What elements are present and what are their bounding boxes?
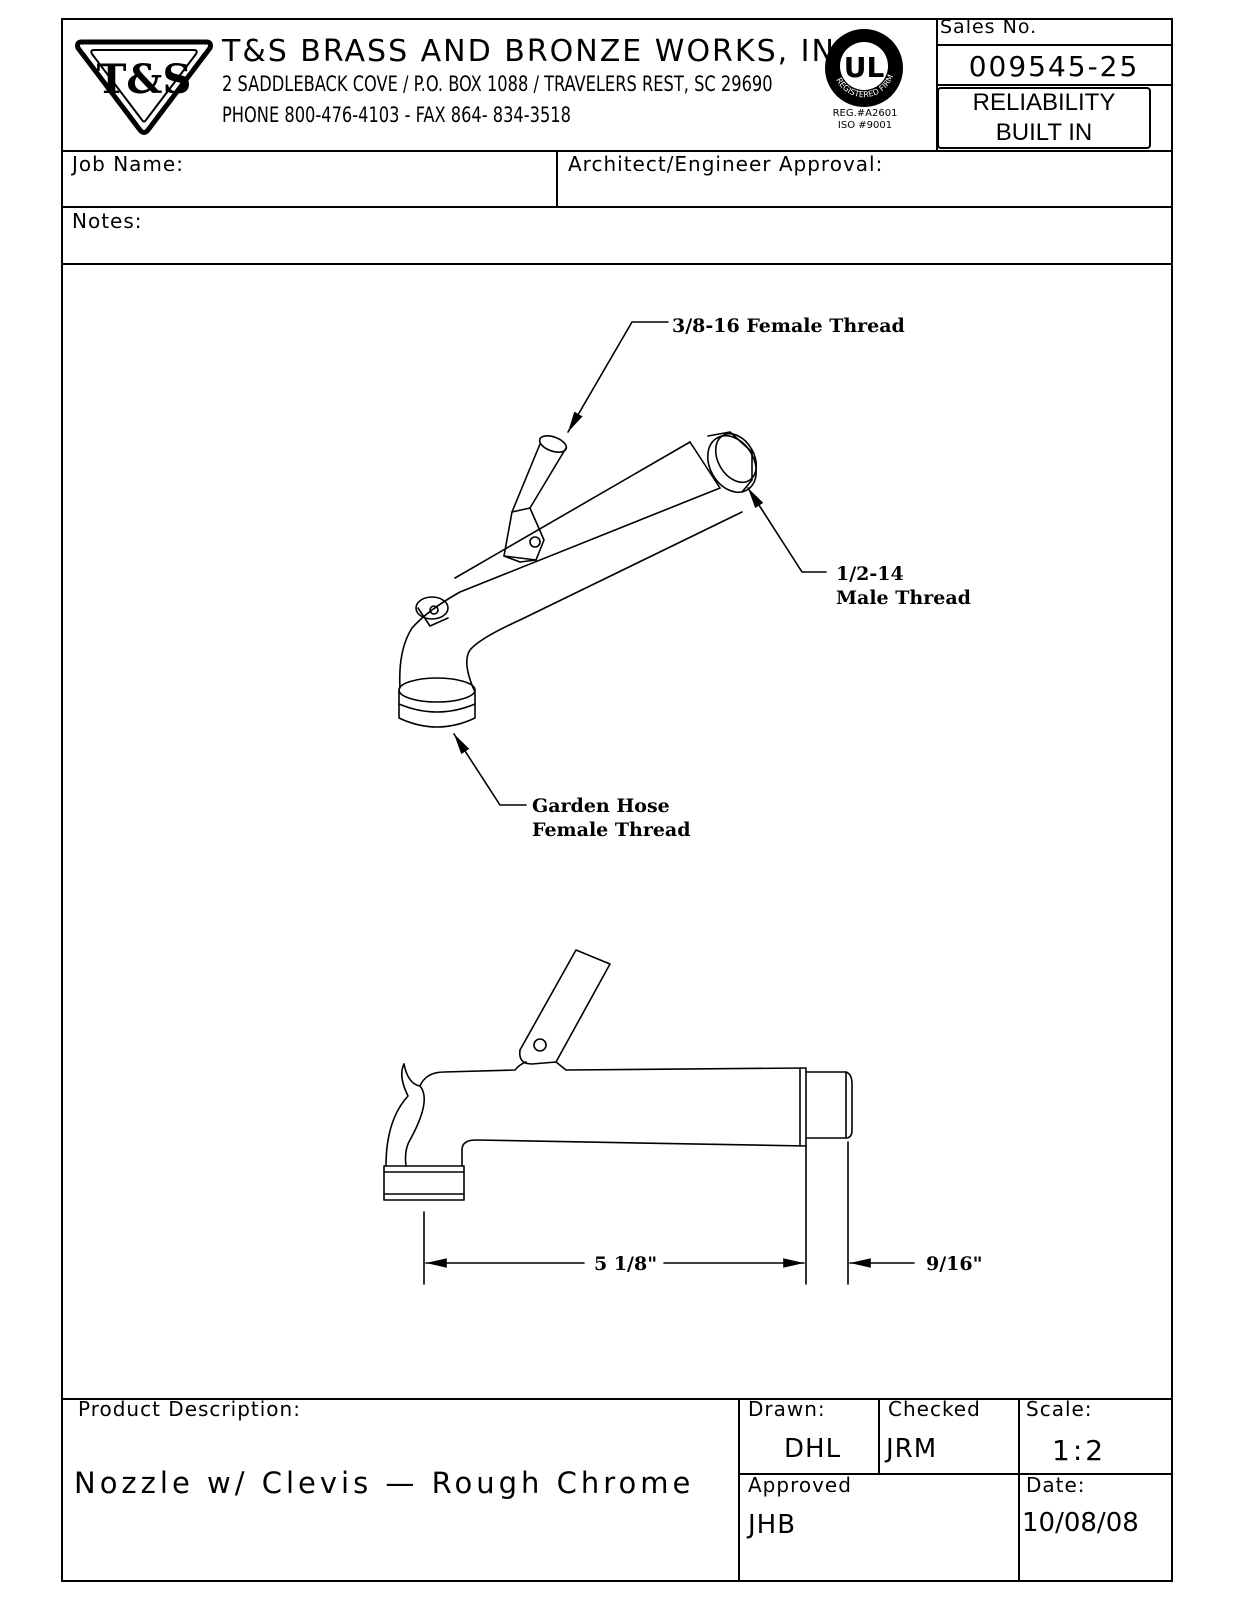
- drawn-value: DHL: [784, 1434, 842, 1464]
- date-label: Date:: [1026, 1473, 1086, 1497]
- approved-label: Approved: [748, 1473, 852, 1497]
- logo-text: T&S: [97, 56, 192, 103]
- nozzle-iso-view: [398, 431, 758, 728]
- sales-number-divider: [936, 84, 1172, 86]
- scale-label: Scale:: [1026, 1397, 1093, 1421]
- checked-value: JRM: [886, 1434, 938, 1464]
- product-description: Nozzle w/ Clevis — Rough Chrome: [74, 1466, 695, 1500]
- company-phone: PHONE 800-476-4103 - FAX 864- 834-3518: [222, 103, 571, 127]
- callout-leader-hose: [453, 733, 527, 806]
- sales-number: 009545-25: [968, 50, 1140, 83]
- title-block-divider-3: [1018, 1398, 1020, 1582]
- job-divider: [556, 150, 558, 207]
- slogan-line-1: RELIABILITY: [972, 89, 1116, 116]
- title-block-mid: [738, 1473, 1173, 1475]
- header-divider: [61, 150, 1173, 152]
- slogan-line-2: BUILT IN: [995, 119, 1093, 146]
- dimension-thread-length: 9/16": [926, 1253, 983, 1275]
- callout-garden-hose: Garden Hose: [532, 795, 670, 817]
- product-description-label: Product Description:: [78, 1397, 301, 1421]
- approved-value: JHB: [748, 1510, 797, 1540]
- title-block-top: [61, 1398, 1173, 1400]
- callout-hose-female-thread: Female Thread: [532, 819, 691, 841]
- architect-approval-label: Architect/Engineer Approval:: [568, 152, 884, 176]
- callout-female-thread: 3/8-16 Female Thread: [672, 315, 905, 337]
- title-block-divider-2: [878, 1398, 880, 1474]
- job-name-label: Job Name:: [72, 152, 184, 176]
- iso-number: ISO #9001: [837, 120, 893, 131]
- company-name: T&S BRASS AND BRONZE WORKS, INC.: [222, 34, 871, 69]
- checked-label: Checked: [888, 1397, 981, 1421]
- reg-number: REG.#A2601: [832, 108, 898, 119]
- ul-logo-text: UL: [844, 51, 885, 84]
- nozzle-side-view: [383, 949, 853, 1201]
- callout-leader-top: [567, 321, 669, 433]
- drawn-label: Drawn:: [748, 1397, 826, 1421]
- ts-logo: T&S: [75, 39, 213, 135]
- notes-label: Notes:: [72, 209, 143, 233]
- sales-no-label: Sales No.: [940, 16, 1038, 38]
- notes-row-divider: [61, 263, 1173, 265]
- scale-value: 1:2: [1052, 1434, 1107, 1467]
- callout-male-thread-size: 1/2-14: [836, 563, 904, 585]
- date-value: 10/08/08: [1022, 1508, 1139, 1538]
- dimension-length: 5 1/8": [594, 1253, 657, 1275]
- ul-logo: UL REGISTERED FIRM: [825, 29, 903, 107]
- sales-no-divider: [936, 44, 1172, 46]
- slogan-box: [937, 87, 1151, 149]
- callout-leader-male: [747, 487, 827, 573]
- job-row-divider: [61, 206, 1173, 208]
- title-block-divider-1: [738, 1398, 740, 1582]
- company-address: 2 SADDLEBACK COVE / P.O. BOX 1088 / TRAV…: [222, 72, 773, 96]
- drawing-frame: [61, 18, 1173, 1582]
- callout-male-thread: Male Thread: [836, 587, 971, 609]
